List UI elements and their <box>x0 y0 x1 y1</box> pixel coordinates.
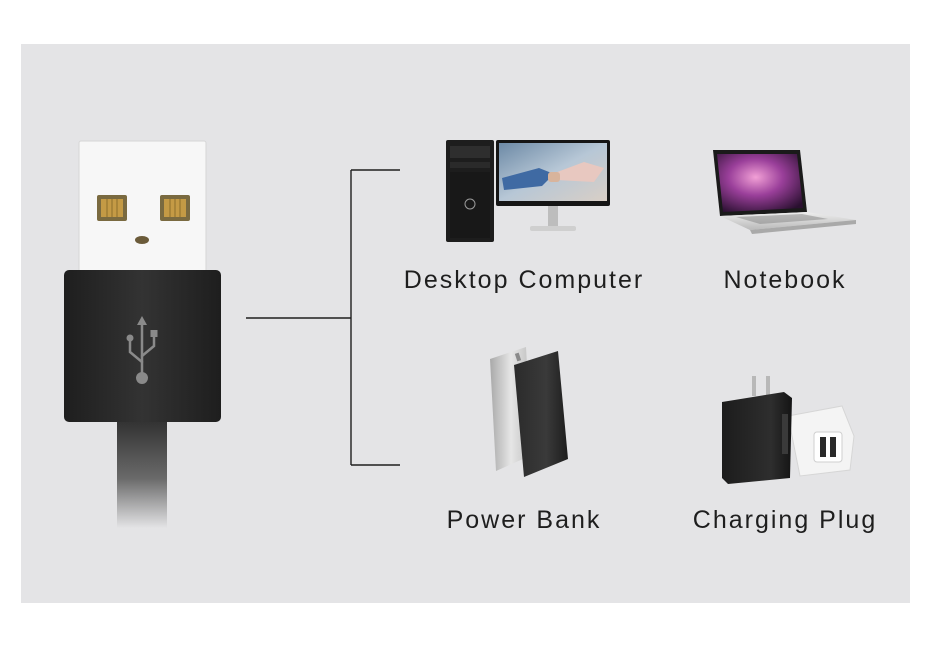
power-bank-icon <box>490 347 568 477</box>
laptop-icon <box>713 150 856 234</box>
device-label-desktop: Desktop Computer <box>403 266 645 294</box>
device-label-notebook: Notebook <box>723 266 847 294</box>
charging-plug-icon <box>722 376 855 484</box>
desktop-computer-icon <box>446 140 610 242</box>
device-label-powerbank: Power Bank <box>446 506 602 534</box>
usb-symbol-icon <box>126 316 158 384</box>
device-label-charger: Charging Plug <box>692 506 878 534</box>
